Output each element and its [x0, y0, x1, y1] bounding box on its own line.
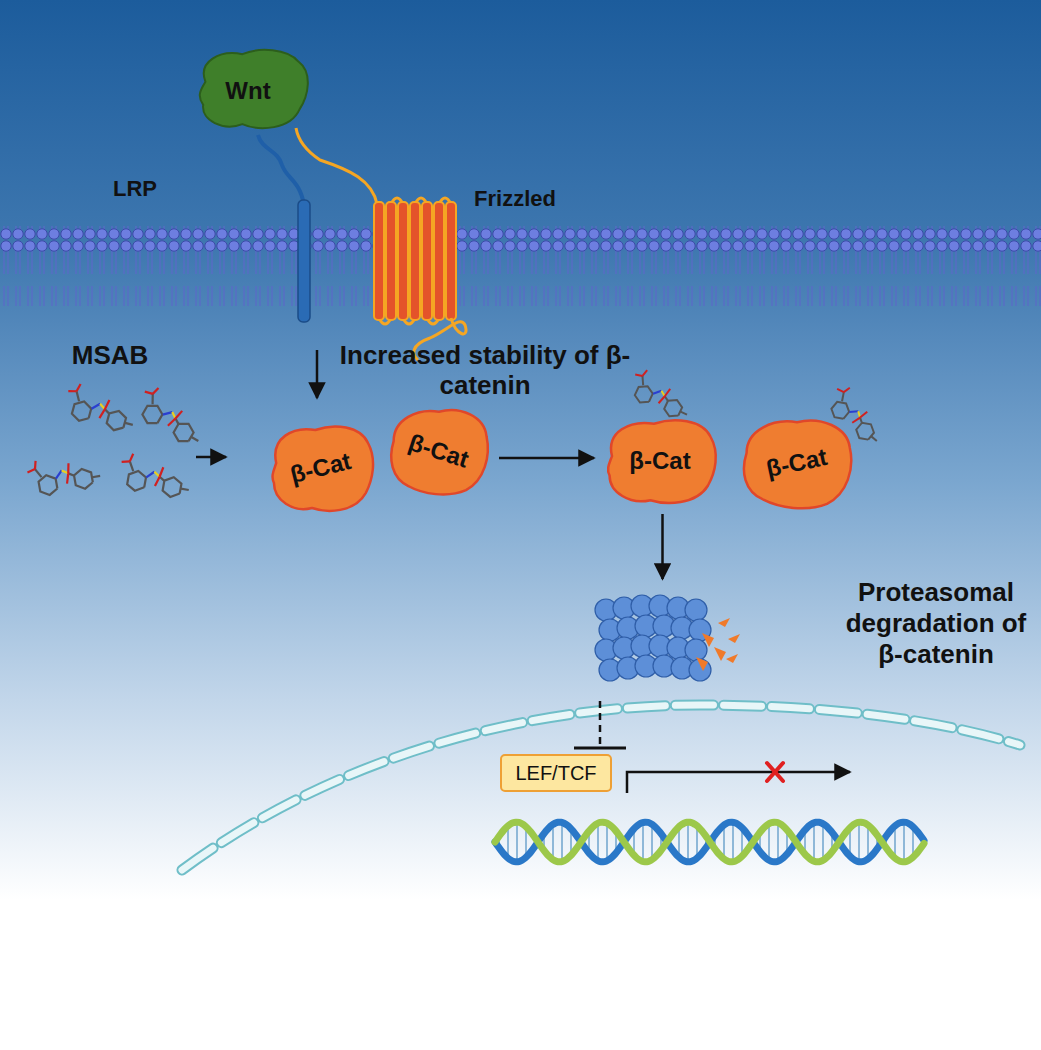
receptor-label: Frizzled: [455, 186, 575, 211]
lrp-receptor: [298, 200, 310, 322]
proteasome: Proteasomal degradation of β-catenin: [590, 585, 735, 697]
protein-name: Wnt: [225, 77, 270, 105]
transcription-factor-box: LEF/TCF: [500, 754, 612, 792]
flow-arrow: [499, 458, 594, 459]
inhibition-line: [574, 701, 626, 748]
msab-arrow: [196, 456, 226, 459]
transcription-arrow: [627, 772, 850, 793]
beta-catenin: β-Cat: [385, 402, 493, 500]
beta-catenin: β-Cat: [737, 412, 857, 514]
flow-arrow: [662, 514, 663, 579]
beta-catenin: β-Cat: [265, 418, 377, 518]
beta-catenin: β-Cat: [600, 412, 720, 510]
process-caption: Proteasomal degradation of β-catenin: [842, 577, 1030, 671]
stability-arrow: [316, 350, 319, 398]
lrp-stem: [258, 135, 304, 205]
factor-name: LEF/TCF: [515, 762, 596, 785]
frizzled-n-terminus: [296, 128, 377, 204]
frizzled-receptor: [374, 198, 456, 324]
blocked-mark: [767, 763, 783, 781]
compound-label: MSAB: [55, 341, 165, 371]
note-label: Increased stability of β-catenin: [335, 341, 635, 401]
proteasome-shape: [590, 585, 735, 697]
dna-helix: [495, 822, 924, 862]
protein-name: β-Cat: [629, 447, 690, 475]
wnt-ligand: Wnt: [192, 45, 304, 137]
lipid-bilayer: [0, 226, 1041, 306]
receptor-label: LRP: [100, 176, 170, 201]
